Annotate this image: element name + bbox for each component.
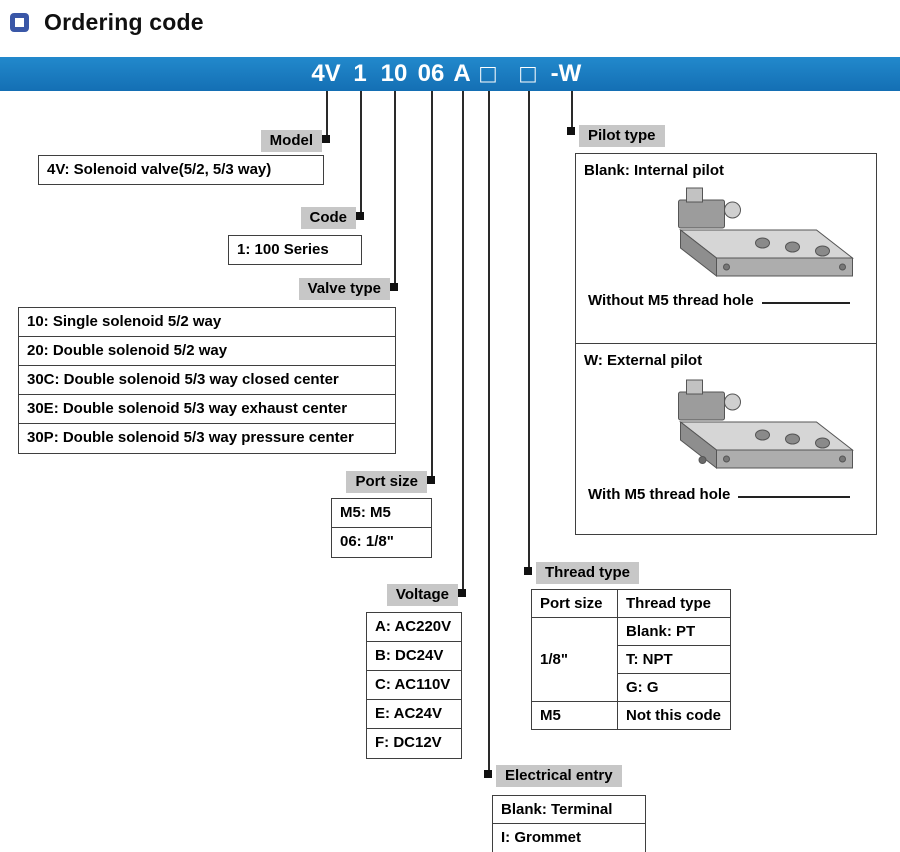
internal-pilot-title: Blank: Internal pilot bbox=[584, 162, 725, 179]
pilot-type-label: Pilot type bbox=[579, 125, 665, 147]
voltage-row: B: DC24V bbox=[367, 642, 461, 671]
voltage-row: E: AC24V bbox=[367, 700, 461, 729]
with-m5-leader-line bbox=[738, 496, 850, 498]
table-row: M5 Not this code bbox=[531, 701, 731, 730]
leader-line-model bbox=[326, 91, 328, 139]
valve-type-row: 20: Double solenoid 5/2 way bbox=[19, 337, 395, 366]
code-part-model: 4V bbox=[311, 60, 341, 87]
external-pilot-title: W: External pilot bbox=[584, 352, 703, 369]
section-bullet-icon bbox=[10, 13, 29, 32]
voltage-table: A: AC220V B: DC24V C: AC110V E: AC24V F:… bbox=[366, 612, 462, 759]
thread-col-port-size: Port size bbox=[531, 589, 618, 618]
thread-col-thread-type: Thread type bbox=[617, 589, 731, 618]
valve-type-row: 10: Single solenoid 5/2 way bbox=[19, 308, 395, 337]
table-row: Port size Thread type bbox=[531, 589, 731, 618]
connector-square-port-size bbox=[427, 476, 435, 484]
code-part-electrical-entry-placeholder: □ bbox=[480, 58, 496, 89]
leader-line-thread-type bbox=[528, 91, 530, 571]
electrical-entry-label: Electrical entry bbox=[496, 765, 622, 787]
without-m5-leader-line bbox=[762, 302, 850, 304]
thread-option-cell: Blank: PT bbox=[617, 617, 731, 646]
code-part-port-size: 06 bbox=[417, 60, 445, 87]
valve-type-row: 30E: Double solenoid 5/3 way exhaust cen… bbox=[19, 395, 395, 424]
with-m5-note: With M5 thread hole bbox=[588, 486, 731, 503]
without-m5-note: Without M5 thread hole bbox=[588, 292, 754, 309]
electrical-entry-row: I: Grommet bbox=[501, 829, 582, 846]
code-part-voltage: A bbox=[453, 60, 471, 87]
port-size-label: Port size bbox=[346, 471, 427, 493]
leader-line-pilot-type bbox=[571, 91, 573, 131]
leader-line-valve-type bbox=[394, 91, 396, 287]
thread-option-cell: T: NPT bbox=[617, 645, 731, 674]
port-size-table: M5: M5 06: 1/8" bbox=[331, 498, 432, 558]
connector-square-thread-type bbox=[524, 567, 532, 575]
thread-option-cell: G: G bbox=[617, 673, 731, 702]
leader-line-port-size bbox=[431, 91, 433, 480]
thread-type-label: Thread type bbox=[536, 562, 640, 584]
electrical-entry-row: Blank: Terminal bbox=[493, 796, 645, 824]
table-row: T: NPT bbox=[532, 645, 731, 674]
thread-port-1-8-cell: 1/8" bbox=[531, 617, 618, 702]
valve-illustration-internal-pilot bbox=[678, 187, 854, 278]
voltage-row: C: AC110V bbox=[367, 671, 461, 700]
voltage-row: F: DC12V bbox=[375, 734, 442, 751]
leader-line-electrical-entry bbox=[488, 91, 490, 774]
electrical-entry-table: Blank: Terminal I: Grommet bbox=[492, 795, 646, 852]
connector-square-model bbox=[322, 135, 330, 143]
leader-line-code bbox=[360, 91, 362, 216]
valve-type-row: 30P: Double solenoid 5/3 way pressure ce… bbox=[27, 429, 354, 446]
code-part-pilot-type: -W bbox=[550, 60, 582, 87]
code-part-series: 1 bbox=[353, 60, 367, 87]
table-row: 1/8" Blank: PT bbox=[531, 617, 731, 702]
valve-type-row: 30C: Double solenoid 5/3 way closed cent… bbox=[19, 366, 395, 395]
pilot-panel-divider bbox=[576, 343, 876, 344]
voltage-row: A: AC220V bbox=[367, 613, 461, 642]
valve-type-table: 10: Single solenoid 5/2 way 20: Double s… bbox=[18, 307, 396, 454]
page-title: Ordering code bbox=[44, 9, 204, 35]
page-header: Ordering code bbox=[10, 9, 204, 36]
thread-port-m5-cell: M5 bbox=[531, 701, 618, 730]
connector-square-electrical-entry bbox=[484, 770, 492, 778]
port-size-row: 06: 1/8" bbox=[340, 533, 394, 550]
valve-type-label: Valve type bbox=[298, 278, 390, 300]
ordering-code-banner: 4V 1 10 06 A □ □ -W bbox=[0, 57, 900, 91]
thread-type-table: Port size Thread type 1/8" Blank: PT T: … bbox=[531, 589, 731, 730]
leader-line-voltage bbox=[462, 91, 464, 593]
table-row: G: G bbox=[532, 673, 731, 702]
valve-illustration-external-pilot bbox=[678, 379, 854, 470]
connector-square-valve-type bbox=[390, 283, 398, 291]
code-value-box: 1: 100 Series bbox=[228, 235, 362, 265]
connector-square-code bbox=[356, 212, 364, 220]
model-label: Model bbox=[260, 130, 322, 152]
connector-square-voltage bbox=[458, 589, 466, 597]
code-part-thread-type-placeholder: □ bbox=[520, 58, 536, 89]
code-label: Code bbox=[300, 207, 356, 229]
pilot-type-panel: Blank: Internal pilot Without M5 thread … bbox=[575, 153, 877, 535]
model-value-box: 4V: Solenoid valve(5/2, 5/3 way) bbox=[38, 155, 324, 185]
voltage-label: Voltage bbox=[386, 584, 458, 606]
code-part-valve-type: 10 bbox=[380, 60, 408, 87]
thread-option-cell: Not this code bbox=[617, 701, 731, 730]
port-size-row: M5: M5 bbox=[332, 499, 431, 528]
connector-square-pilot-type bbox=[567, 127, 575, 135]
